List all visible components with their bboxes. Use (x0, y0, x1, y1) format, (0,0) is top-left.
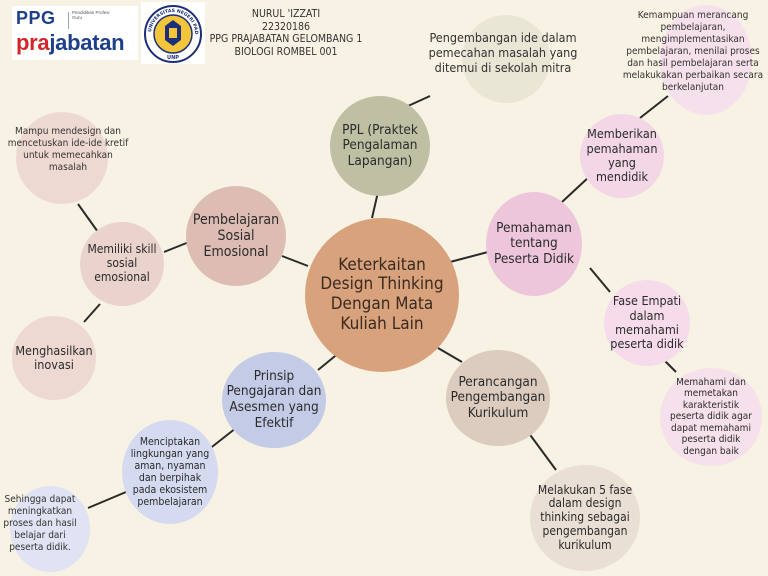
logo-divider (68, 12, 69, 29)
node-lima-fase-label: Melakukan 5 fase dalam design thinking s… (537, 482, 633, 552)
center-node: Keterkaitan Design Thinking Dengan Mata … (305, 218, 459, 372)
node-sehingga (10, 486, 90, 572)
unp-logo: UNIVERSITAS NEGERI PADANG UNP (139, 0, 205, 64)
connector-center-ppl (371, 191, 379, 219)
node-kemampuan (660, 5, 752, 115)
ppg-logo-subtext: Pendidikan Profesi Guru (72, 10, 110, 21)
node-lingkungan: Menciptakan lingkungan yang aman, nyaman… (122, 420, 218, 524)
connector-prinsip-lingkungan (207, 427, 237, 451)
author-class: BIOLOGI ROMBEL 001 (234, 45, 338, 58)
connector-pemahaman-memberikan (561, 175, 591, 203)
node-skill-label: Memiliki skill sosial emosional (87, 242, 157, 284)
connector-skill-mampu (77, 203, 99, 233)
node-pemahaman: Pemahaman tentang Peserta Didik (486, 192, 582, 296)
author-name: NURUL 'IZZATI (251, 8, 321, 20)
node-inovasi-label: Menghasilkan inovasi (15, 342, 93, 372)
node-memahami: Memahami dan memetakan karakteristik pes… (660, 368, 762, 466)
connector-center-sosial (281, 255, 309, 267)
connector-kurikulum-lima (527, 431, 557, 471)
connector-center-pemahaman (449, 251, 489, 263)
prajabatan-logo-text: prajabatan (16, 30, 125, 56)
node-skill: Memiliki skill sosial emosional (80, 222, 164, 306)
author-program: PPG PRAJABATAN GELOMBANG 1 (209, 33, 363, 46)
node-kurikulum: Perancangan Pengembangan Kurikulum (446, 350, 550, 446)
node-ppl-label: PPL (Praktek Pengalaman Lapangan) (342, 121, 418, 169)
node-prinsip: Prinsip Pengajaran dan Asesmen yang Efek… (222, 352, 326, 448)
node-ppl: PPL (Praktek Pengalaman Lapangan) (330, 96, 430, 196)
node-fase-empati: Fase Empati dalam memahami peserta didik (604, 280, 690, 366)
author-header: NURUL 'IZZATI 22320186 PPG PRAJABATAN GE… (206, 8, 366, 58)
node-mampu-label: Mampu mendesign dan mencetuskan ide-ide … (7, 126, 129, 173)
connector-center-kurikulum (437, 347, 463, 363)
node-kurikulum-label: Perancangan Pengembangan Kurikulum (450, 373, 546, 421)
unp-abbr: UNP (167, 55, 179, 61)
node-fase-empati-label: Fase Empati dalam memahami peserta didik (610, 293, 684, 352)
logo-jabatan: jabatan (49, 30, 125, 55)
node-sosial-label: Pembelajaran Sosial Emosional (192, 211, 280, 261)
connector-skill-inovasi (83, 303, 101, 323)
ppg-prajabatan-logo: PPG Pendidikan Profesi Guru prajabatan (12, 6, 138, 60)
node-sosial: Pembelajaran Sosial Emosional (186, 186, 286, 286)
node-mampu (16, 112, 108, 204)
ppg-logo-text: PPG (16, 8, 56, 28)
connector-memberikan-kemampuan (639, 95, 669, 119)
node-memberikan-label: Memberikan pemahaman yang mendidik (586, 126, 658, 185)
logo-pra: pra (16, 30, 50, 55)
connector-ppl-ide (407, 95, 431, 107)
center-node-label: Keterkaitan Design Thinking Dengan Mata … (320, 254, 444, 334)
connector-pemahaman-fase (589, 267, 611, 293)
node-ppl-ide-label: Pengembangan ide dalam pemecahan masalah… (428, 30, 578, 75)
node-memahami-label: Memahami dan memetakan karakteristik pes… (670, 376, 752, 457)
node-ppl-ide (462, 15, 550, 103)
author-id: 22320186 (261, 20, 311, 33)
node-pemahaman-label: Pemahaman tentang Peserta Didik (493, 219, 575, 267)
node-prinsip-label: Prinsip Pengajaran dan Asesmen yang Efek… (226, 367, 322, 431)
node-inovasi: Menghasilkan inovasi (12, 316, 96, 400)
unp-seal-icon: UNIVERSITAS NEGERI PADANG UNP (139, 0, 202, 63)
node-lingkungan-label: Menciptakan lingkungan yang aman, nyaman… (130, 435, 210, 509)
node-lima-fase: Melakukan 5 fase dalam design thinking s… (530, 465, 640, 571)
node-kemampuan-label: Kemampuan merancang pembelajaran, mengim… (622, 10, 764, 93)
node-sehingga-label: Sehingga dapat meningkatkan proses dan h… (3, 494, 77, 553)
node-memberikan: Memberikan pemahaman yang mendidik (580, 114, 664, 198)
connector-lingkungan-sehingga (87, 491, 127, 509)
